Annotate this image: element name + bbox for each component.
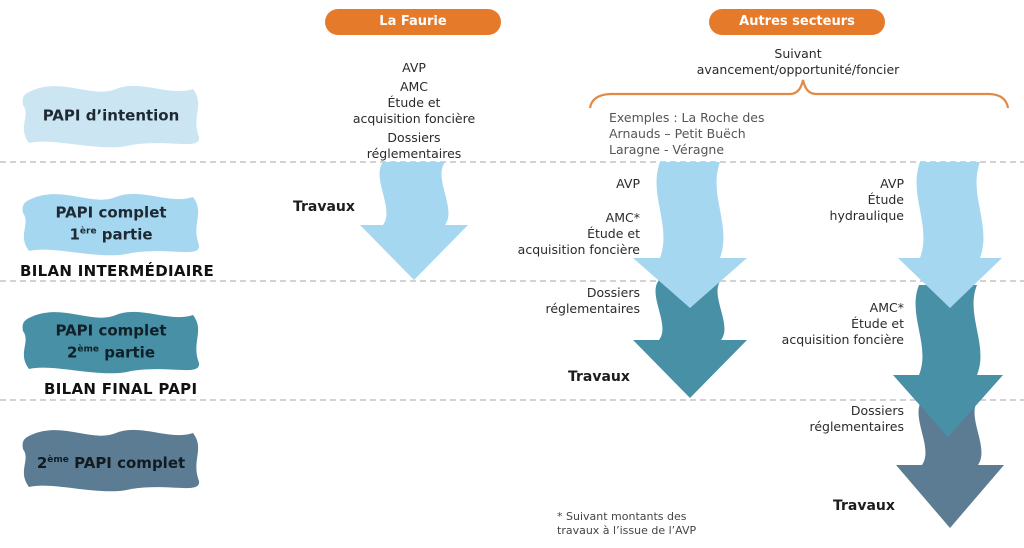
step-text: réglementaires [545,301,640,316]
col1-avp: AVP [616,176,640,191]
step-text: Étude et [387,95,441,110]
phase-num: 2 [36,454,48,472]
phase-label: partie [99,343,155,362]
phase-label: PAPI complet [55,321,167,340]
phase-num: 1 [69,225,80,244]
footnote-line: travaux à l’issue de l’AVP [557,524,697,537]
step-text: hydraulique [829,208,904,223]
step-text: AMC [399,79,429,94]
step-text: AMC* [869,300,904,315]
suivant-text: Suivant avancement/opportunité/foncier [697,46,900,78]
step-text: Étude [867,192,904,207]
exemple-line: Exemples : La Roche des [609,110,765,125]
exemples-text: Exemples : La Roche des Arnauds – Petit … [609,110,765,158]
phase-sup: ère [79,226,97,237]
phase-papi-complet-2: PAPI complet 2ème partie [55,322,166,363]
step-text: acquisition foncière [517,242,640,257]
col2-avp: AVP Étude hydraulique [830,176,904,224]
step-text: Dossiers [586,285,640,300]
exemple-line: Arnauds – Petit Buëch [609,126,746,141]
suivant-line: Suivant [774,46,822,61]
la-faurie-steps: AVP AMC Étude et acquisition foncière Do… [353,60,475,162]
phase-2eme-papi-complet: 2ème PAPI complet [37,451,185,473]
cloud-papi-complet-1 [22,193,200,256]
col2-amc: AMC* Étude et acquisition foncière [782,300,904,348]
arrow-col1-dossiers [633,280,747,398]
arrow-col2-amc [893,285,1003,437]
step-text: AMC* [605,210,640,225]
phase-num: 2 [66,343,78,362]
step-text: acquisition foncière [781,332,904,347]
arrow-col2-dossiers [896,400,1004,528]
cloud-2eme-papi [22,429,200,492]
footnote: * Suivant montants des travaux à l’issue… [557,510,696,538]
step-text: AVP [402,60,426,75]
step-text: Dossiers [387,130,441,145]
phase-papi-complet-1: PAPI complet 1ère partie [55,204,166,245]
bilan-final: BILAN FINAL PAPI [44,380,198,398]
travaux-la-faurie: Travaux [293,199,355,215]
step-text: réglementaires [366,146,462,161]
phase-label: PAPI d’intention [42,106,180,125]
bilan-intermediaire: BILAN INTERMÉDIAIRE [20,262,215,280]
col1-dossiers: Dossiers réglementaires [545,285,640,317]
arrow-col2-avp [898,162,1002,308]
phase-dividers [0,161,1024,401]
cloud-papi-complet-2 [22,311,200,374]
travaux-col1: Travaux [568,369,630,385]
travaux-col2: Travaux [833,498,895,514]
cloud-papi-intention [22,85,200,148]
phase-papi-intention: PAPI d’intention [43,107,180,126]
suivant-line: avancement/opportunité/foncier [696,62,900,77]
step-text: acquisition foncière [352,111,476,126]
step-text: réglementaires [809,419,904,434]
step-text: Étude et [851,316,904,331]
arrow-col1-avp [633,162,747,308]
phase-sup: ème [77,344,100,355]
footnote-line: * Suivant montants des [557,510,687,523]
col2-dossiers: Dossiers réglementaires [809,403,904,435]
arrow-la-faurie [360,162,468,280]
phase-sup: ème [47,455,69,465]
exemple-line: Laragne - Véragne [609,142,725,157]
phase-label: PAPI complet [55,203,167,222]
step-text: AVP [880,176,904,191]
header-la-faurie: La Faurie [325,9,501,35]
step-text: Dossiers [850,403,904,418]
brace [588,79,1010,109]
header-autres-secteurs: Autres secteurs [709,9,885,35]
step-text: Étude et [587,226,640,241]
col1-amc: AMC* Étude et acquisition foncière [518,210,640,258]
phase-label: partie [96,225,153,244]
phase-label: PAPI complet [68,454,186,472]
